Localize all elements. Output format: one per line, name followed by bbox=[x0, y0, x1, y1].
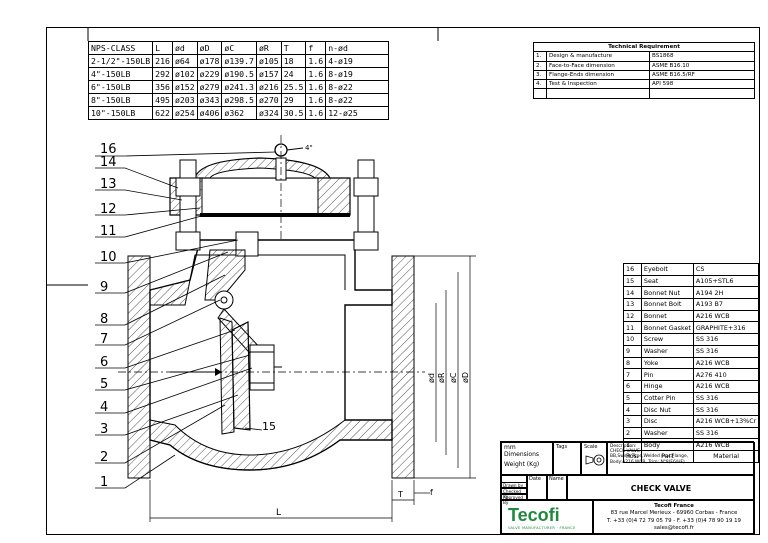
company-cell: Tecofi France 83 rue Marcel Merieux - 69… bbox=[593, 500, 755, 535]
date-label: Date bbox=[529, 476, 541, 482]
logo-tagline: VALVE MANUFACTURER · FRANCE bbox=[508, 526, 576, 530]
callout-1: 1 bbox=[100, 475, 109, 490]
pos-header: Pos. bbox=[623, 450, 642, 463]
date-cell: Date bbox=[527, 475, 547, 500]
table-cell: ø406 bbox=[196, 106, 223, 120]
callout-8: 8 bbox=[100, 312, 109, 327]
description-line: CHECK VALVE bbox=[610, 449, 640, 455]
table-cell: 12-ø25 bbox=[325, 106, 390, 120]
dim-od: ød bbox=[427, 373, 436, 383]
table-cell: ø343 bbox=[196, 93, 223, 107]
company-address: 83 rue Marcel Merieux - 69960 Corbas - F… bbox=[610, 510, 738, 517]
table-cell: 622 bbox=[152, 106, 173, 120]
dim-oD: øD bbox=[461, 372, 470, 383]
dimensions-label: Dimensions bbox=[504, 451, 540, 458]
callout-6: 6 bbox=[100, 355, 109, 370]
drawing-sheet bbox=[46, 27, 760, 535]
scale-cell: Scale bbox=[581, 442, 607, 475]
tech-row bbox=[533, 88, 755, 99]
logo-cell: Tecofi VALVE MANUFACTURER · FRANCE bbox=[501, 500, 593, 535]
table-cell: 30.5 bbox=[280, 106, 307, 120]
callout-4: 4 bbox=[100, 400, 109, 415]
parts-header-row: Pos. Part Material bbox=[623, 450, 760, 463]
callout-7: 7 bbox=[100, 332, 109, 347]
right-flange bbox=[391, 255, 415, 479]
dim-L: L bbox=[276, 508, 281, 518]
disc bbox=[231, 321, 251, 431]
dim-T: T bbox=[397, 490, 403, 499]
title-block: mm Dimensions Weight (Kg) Tags Scale Des… bbox=[500, 441, 755, 535]
name-cell: Name bbox=[547, 475, 567, 500]
description-label: Description: bbox=[610, 444, 637, 449]
bonnet-gasket bbox=[200, 213, 350, 217]
approved-by-label: Approved By bbox=[501, 494, 527, 505]
table-header-row: NPS-CLASS L ød øD øC øR T f n-ød bbox=[87, 41, 390, 55]
dim-oR: øR bbox=[437, 372, 446, 383]
seat bbox=[219, 317, 235, 435]
dim-f: f bbox=[430, 488, 433, 497]
callout-11: 11 bbox=[100, 224, 117, 239]
left-flange bbox=[127, 255, 151, 479]
dim-oC: øC bbox=[449, 372, 458, 383]
callout-9: 9 bbox=[100, 280, 109, 295]
weight-label: Weight (Kg) bbox=[504, 461, 540, 468]
dimensions-cell: mm Dimensions Weight (Kg) bbox=[501, 442, 553, 475]
table-cell: 10"-150LB bbox=[87, 106, 154, 120]
callout-10: 10 bbox=[100, 250, 117, 265]
callout-3: 3 bbox=[100, 422, 109, 437]
description-line: Body:A216 WCB, Trim: N°8(F6/HF) bbox=[610, 459, 685, 465]
callout-15: 15 bbox=[262, 420, 276, 433]
description-cell: Description: CHECK VALVE BB,Swing Type,W… bbox=[607, 442, 755, 475]
material-header: Material bbox=[692, 450, 760, 463]
callout-16: 16 bbox=[100, 142, 117, 157]
projection-icon bbox=[585, 454, 605, 466]
tech-cell bbox=[649, 88, 755, 99]
callout-12: 12 bbox=[100, 202, 117, 217]
callout-14: 14 bbox=[100, 155, 117, 170]
drawn-by-label: Drawn by bbox=[501, 482, 527, 488]
tecofi-logo: Tecofi bbox=[508, 505, 560, 525]
callout-13: 13 bbox=[100, 177, 117, 192]
units-label: mm bbox=[504, 444, 516, 451]
scale-label: Scale bbox=[584, 444, 598, 450]
checked-by-label: Checked By bbox=[501, 488, 527, 499]
tags-label: Tags bbox=[556, 444, 568, 450]
name-label: Name bbox=[549, 476, 564, 482]
eyebolt-angle: 4" bbox=[305, 144, 313, 152]
company-phone: T. +33 (0)4 72 79 05 79 - F. +33 (0)4 78… bbox=[606, 517, 741, 524]
tags-cell: Tags bbox=[553, 442, 581, 475]
dimension-table: NPS-CLASS L ød øD øC øR T f n-ød 2-1/2"-… bbox=[87, 41, 390, 120]
drawing-title: CHECK VALVE bbox=[567, 475, 755, 500]
technical-requirement-table: Technical Requirement 1.Design & manufac… bbox=[533, 41, 755, 99]
company-name: Tecofi France bbox=[654, 503, 694, 509]
callout-5: 5 bbox=[100, 377, 109, 392]
description-line: BB,Swing Type,Welded seat,Flange, bbox=[610, 454, 689, 460]
callout-2: 2 bbox=[100, 450, 109, 465]
company-email: sales@tecofi.fr bbox=[653, 525, 695, 532]
